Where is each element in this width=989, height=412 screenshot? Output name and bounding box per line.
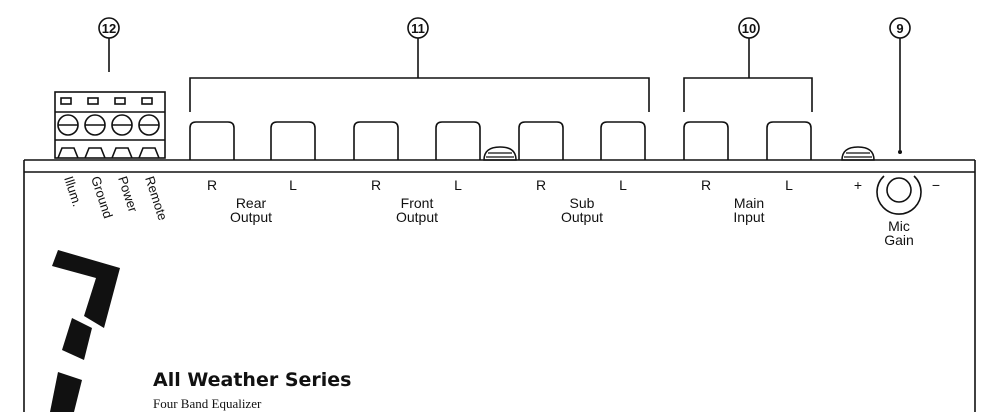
terminal-screw-icon — [111, 114, 133, 136]
sub-output-line2: Output — [561, 209, 603, 225]
rear-r-jack — [189, 121, 235, 160]
leader-dot-9 — [898, 150, 902, 154]
main-l-label: L — [785, 177, 793, 193]
svg-text:9: 9 — [896, 21, 903, 36]
front-output-line2: Output — [396, 209, 438, 225]
model-logo-graphic — [50, 250, 120, 412]
callout-9: 9 — [889, 17, 911, 39]
main-r-jack — [683, 121, 729, 160]
mic-gain-minus: − — [932, 177, 940, 193]
chassis — [23, 159, 976, 412]
rear-l-jack — [270, 121, 316, 160]
terminal-label-illum: Illum. — [61, 174, 85, 208]
terminal-label-ground: Ground — [88, 174, 116, 220]
bracket-11 — [189, 77, 650, 112]
front-l-jack — [435, 121, 481, 160]
main-input-line1: Main — [734, 195, 764, 211]
main-input-line2: Input — [733, 209, 764, 225]
front-output-line1: Front — [401, 195, 434, 211]
power-terminal-block — [54, 91, 166, 159]
main-l-jack — [766, 121, 812, 160]
front-r-jack — [353, 121, 399, 160]
rear-output-line2: Output — [230, 209, 272, 225]
mic-gain-line1: Mic — [888, 218, 910, 234]
main-r-label: R — [701, 177, 711, 193]
callout-12: 12 — [98, 17, 120, 39]
sub-l-jack — [600, 121, 646, 160]
svg-text:12: 12 — [102, 21, 116, 36]
front-l-label: L — [454, 177, 462, 193]
mic-gain-line2: Gain — [884, 232, 914, 248]
sub-output-line1: Sub — [570, 195, 595, 211]
screw-icon — [483, 146, 517, 161]
rear-r-label: R — [207, 177, 217, 193]
series-subtitle: Four Band Equalizer — [153, 396, 262, 411]
sub-r-label: R — [536, 177, 546, 193]
sub-r-jack — [518, 121, 564, 160]
terminal-label-power: Power — [115, 174, 141, 214]
callout-11: 11 — [407, 17, 429, 39]
rear-output-line1: Rear — [236, 195, 267, 211]
callout-10: 10 — [738, 17, 760, 39]
terminal-screw-icon — [138, 114, 160, 136]
bracket-10 — [683, 77, 813, 112]
knob-icon — [876, 175, 922, 215]
rca-jacks — [189, 121, 812, 160]
series-name: All Weather Series — [153, 369, 351, 391]
terminal-screw-icon — [57, 114, 79, 136]
front-r-label: R — [371, 177, 381, 193]
terminal-screw-icon — [84, 114, 106, 136]
svg-text:10: 10 — [742, 21, 756, 36]
rear-l-label: L — [289, 177, 297, 193]
screw-icon — [841, 146, 875, 161]
mic-gain-plus: + — [854, 177, 862, 193]
sub-l-label: L — [619, 177, 627, 193]
terminal-label-remote: Remote — [142, 174, 170, 222]
svg-text:11: 11 — [411, 21, 425, 36]
